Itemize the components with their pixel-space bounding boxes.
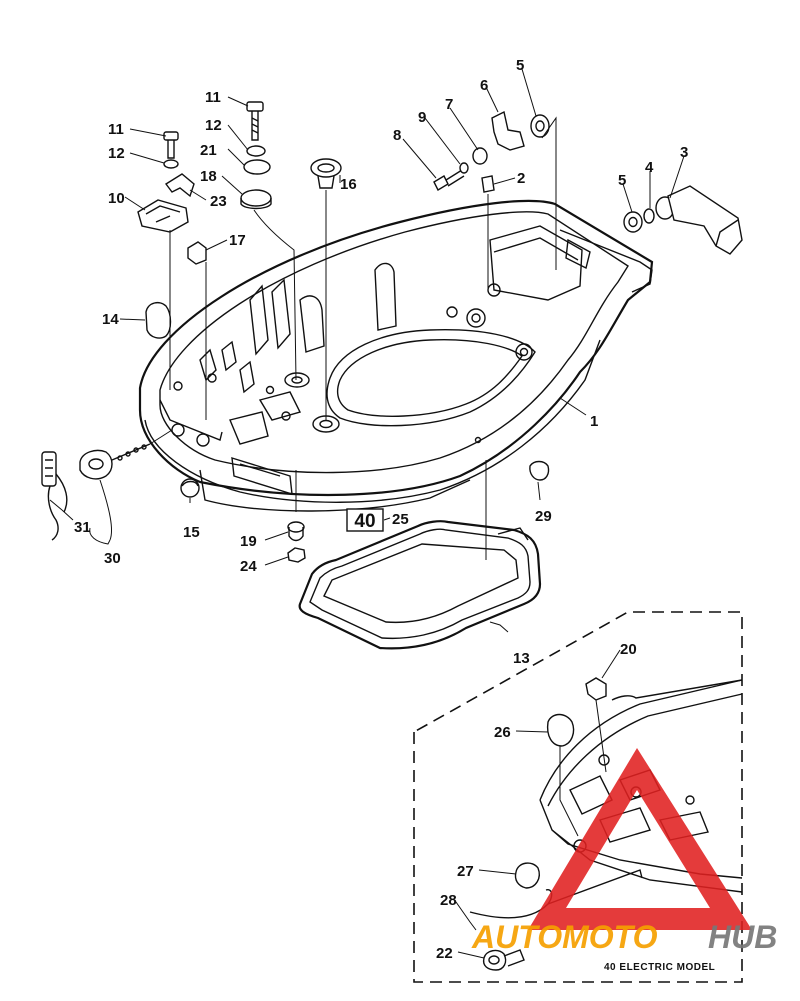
watermark-text-automoto: AUTOMOTO xyxy=(471,919,658,955)
callout-12: 12 xyxy=(108,145,125,162)
latch-lever-part-3 xyxy=(655,185,743,255)
plug-part-29 xyxy=(529,460,550,481)
bracket-part-23 xyxy=(164,173,195,198)
bolt-part-11-left xyxy=(163,131,179,159)
plug-part-26 xyxy=(546,713,575,747)
washer-part-12 xyxy=(246,145,266,157)
pin-part-2 xyxy=(481,175,495,193)
callout-16: 16 xyxy=(340,176,357,193)
callout-12: 12 xyxy=(205,117,222,134)
callout-27: 27 xyxy=(457,863,474,880)
bottom-seal xyxy=(298,520,542,650)
callout-3: 3 xyxy=(680,144,688,161)
callout-5: 5 xyxy=(618,172,626,189)
callout-30: 30 xyxy=(104,550,121,567)
callout-28: 28 xyxy=(440,892,457,909)
lanyard-part-31 xyxy=(41,451,68,541)
decal-40: 40 xyxy=(346,508,384,532)
bottom-cowl xyxy=(138,199,654,512)
callout-6: 6 xyxy=(480,77,488,94)
callout-22: 22 xyxy=(436,945,453,962)
grommet-part-15 xyxy=(180,478,200,498)
callout-20: 20 xyxy=(620,641,637,658)
bushing-part-5-right xyxy=(623,211,643,233)
lanyard-switch-part-30 xyxy=(79,443,151,480)
clip-part-20 xyxy=(585,677,607,701)
callout-19: 19 xyxy=(240,533,257,550)
inset-caption: 40 ELECTRIC MODEL xyxy=(604,962,715,973)
callout-31: 31 xyxy=(74,519,91,536)
callout-24: 24 xyxy=(240,558,257,575)
callout-11: 11 xyxy=(205,89,221,106)
washer-part-21 xyxy=(243,159,271,175)
callout-23: 23 xyxy=(210,193,227,210)
grommet-part-16 xyxy=(310,158,342,189)
automotohub-watermark: AUTOMOTO HUB xyxy=(471,748,777,955)
bolt-part-8 xyxy=(433,169,465,191)
leader-lines xyxy=(49,68,685,633)
callout-9: 9 xyxy=(418,109,426,126)
callout-8: 8 xyxy=(393,127,401,144)
plug-part-14 xyxy=(145,301,172,339)
callout-1: 1 xyxy=(590,413,598,430)
switch-part-10 xyxy=(137,199,189,233)
callout-18: 18 xyxy=(200,168,217,185)
bushing-part-5-top xyxy=(530,114,550,138)
callout-14: 14 xyxy=(102,311,119,328)
washer-part-12-left xyxy=(163,159,179,169)
callout-21: 21 xyxy=(200,142,217,159)
callout-15: 15 xyxy=(183,524,200,541)
callout-13: 13 xyxy=(513,650,530,667)
plug-part-27 xyxy=(514,862,540,889)
callout-labels: 1 2 3 4 5 5 6 7 8 9 10 11 11 12 12 13 14… xyxy=(74,57,715,973)
nut-part-24 xyxy=(287,547,306,563)
callout-5: 5 xyxy=(516,57,524,74)
warning-triangle-logo xyxy=(528,748,752,930)
bracket-part-6 xyxy=(491,110,525,151)
callout-17: 17 xyxy=(229,232,246,249)
washer-part-4 xyxy=(643,208,655,224)
callout-26: 26 xyxy=(494,724,511,741)
key-switch-part-22 xyxy=(482,949,525,971)
washer-part-7 xyxy=(472,147,488,165)
callout-7: 7 xyxy=(445,96,453,113)
washer-part-9 xyxy=(459,162,469,174)
callout-10: 10 xyxy=(108,190,125,207)
callout-29: 29 xyxy=(535,508,552,525)
callout-4: 4 xyxy=(645,159,654,176)
screw-part-19 xyxy=(287,521,305,542)
watermark-text-hub: HUB xyxy=(708,919,777,955)
callout-2: 2 xyxy=(517,170,525,187)
clip-part-17 xyxy=(187,241,207,265)
callout-11: 11 xyxy=(108,121,124,138)
decal-text: 40 xyxy=(354,511,375,532)
grommet-part-18 xyxy=(240,189,272,210)
callout-25: 25 xyxy=(392,511,409,528)
bolt-part-11 xyxy=(246,101,264,141)
